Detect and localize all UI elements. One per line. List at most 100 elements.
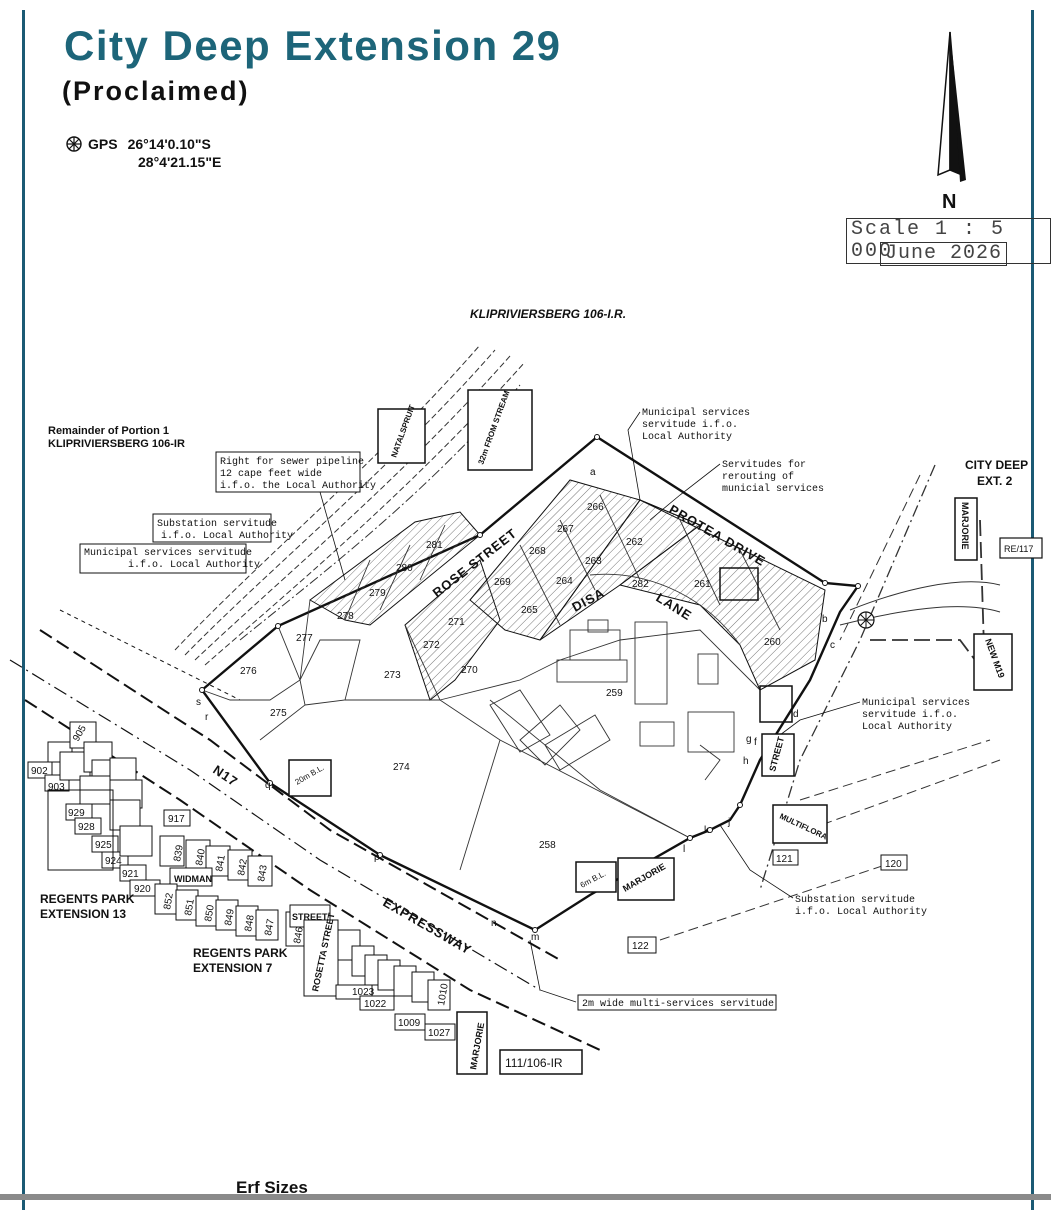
erf-271: 271 [448,617,465,628]
sheet-border [22,10,1034,1210]
svg-text:EXT. 2: EXT. 2 [977,474,1013,488]
svg-text:903: 903 [48,782,65,793]
beacon-f: f [754,737,757,748]
svg-text:2m wide multi-services servitu: 2m wide multi-services servitude [582,998,774,1010]
erf-267: 267 [557,524,574,535]
svg-text:12 cape feet wide: 12 cape feet wide [220,468,322,480]
svg-text:municial services: municial services [722,483,824,495]
svg-text:rerouting of: rerouting of [722,471,794,483]
svg-text:928: 928 [78,822,95,833]
gps-label: GPS [88,136,118,152]
erf-275: 275 [270,708,287,719]
svg-text:917: 917 [168,814,185,825]
buildings [489,619,735,781]
svg-text:Right for sewer pipeline: Right for sewer pipeline [220,456,364,468]
gps-latitude: 26°14'0.10"S [127,136,211,152]
erf-262: 262 [626,537,643,548]
erf-265: 265 [521,605,538,616]
svg-text:REGENTS PARK: REGENTS PARK [40,892,135,906]
svg-text:i.f.o. Local Authority: i.f.o. Local Authority [128,559,260,571]
right-roads [659,464,1001,941]
erf-281: 281 [426,540,443,551]
note-sewer: Right for sewer pipeline 12 cape feet wi… [215,451,376,581]
svg-text:842: 842 [236,858,250,877]
gps-marker-icon [857,611,875,629]
n17-label: N17 [210,762,241,789]
servitude-box-260 [759,685,793,723]
svg-text:920: 920 [134,884,151,895]
erf-269: 269 [494,577,511,588]
marjorie-box-right: MARJORIE [954,497,978,561]
svg-text:1027: 1027 [428,1028,451,1039]
svg-text:122: 122 [632,941,649,952]
svg-text:i.f.o. Local Authority: i.f.o. Local Authority [795,906,927,918]
svg-text:1023: 1023 [352,987,375,998]
outside-erven: 121 120 122 [627,849,908,954]
regents-park-cluster [27,721,456,1041]
svg-text:RE/117: RE/117 [1004,544,1033,554]
svg-text:REGENTS PARK: REGENTS PARK [193,946,288,960]
svg-text:1022: 1022 [364,999,387,1010]
svg-text:841: 841 [214,854,228,873]
beacon-l: l [683,844,685,855]
scale-label: Scale 1 : 5 000 [846,218,1051,264]
svg-text:840: 840 [194,848,208,867]
gps-block: GPS 26°14'0.10"S 28°4'21.15"E [66,135,221,171]
regents-13-label: REGENTS PARK EXTENSION 13 [40,892,135,921]
beacon-d: d [793,709,799,720]
erf-274: 274 [393,762,410,773]
gps-longitude: 28°4'21.15"E [138,154,222,170]
svg-text:Servitudes for: Servitudes for [722,459,806,471]
erf-270: 270 [461,665,478,676]
svg-text:925: 925 [95,840,112,851]
beacon-s: s [196,697,201,708]
svg-text:921: 921 [122,869,139,880]
svg-text:Local Authority: Local Authority [642,431,732,443]
regents-7-label: REGENTS PARK EXTENSION 7 [193,946,288,975]
date-label: June 2026 [880,242,1008,266]
beacon-q: q [265,780,271,791]
bl20-box: 20m B.L. [288,759,332,797]
svg-text:846: 846 [292,926,306,945]
svg-text:Substation servitude: Substation servitude [795,894,915,906]
beacon-j: j [727,817,730,828]
beacon-g: g [746,734,752,745]
note-remainder: Remainder of Portion 1 KLIPRIVIERSBERG 1… [48,425,185,450]
erf-263: 263 [585,556,602,567]
svg-text:i.f.o. the Local Authority: i.f.o. the Local Authority [220,480,376,492]
svg-text:929: 929 [68,808,85,819]
street-box-right: STREET [761,733,795,777]
svg-text:WIDMAN: WIDMAN [174,874,212,884]
bottom-bar [0,1194,1051,1200]
beacon-points [199,434,861,933]
portion-box: 111/106-IR [499,1049,583,1075]
erf-277: 277 [296,633,313,644]
erf-273: 273 [384,670,401,681]
svg-text:924: 924 [105,856,122,867]
svg-text:servitude i.f.o.: servitude i.f.o. [642,419,738,431]
note-municipal-right: Municipal services servitude i.f.o. Loca… [779,697,970,736]
beacon-k: k [704,825,710,836]
svg-text:Local Authority: Local Authority [862,721,952,733]
erf-279: 279 [369,588,386,599]
svg-text:849: 849 [223,908,237,927]
north-arrow-icon [930,30,970,195]
page-subtitle: (Proclaimed) [62,76,250,106]
svg-text:848: 848 [243,914,257,933]
marjorie-box-left: MARJORIE [456,1011,488,1075]
svg-text:EXTENSION 7: EXTENSION 7 [193,961,273,975]
erf-lines [201,494,781,871]
beacon-r: r [205,712,209,723]
township-boundary [200,435,861,932]
svg-text:CITY DEEP: CITY DEEP [965,458,1028,472]
svg-text:839: 839 [172,844,186,863]
city-deep-label: CITY DEEP EXT. 2 [965,458,1028,488]
beacon-m: m [531,932,539,943]
erf-268: 268 [529,546,546,557]
svg-text:1009: 1009 [398,1018,421,1029]
svg-text:STREET: STREET [292,912,328,922]
svg-text:servitude i.f.o.: servitude i.f.o. [862,709,958,721]
erf-labels: 281 280 279 278 277 276 275 274 273 272 … [240,502,781,851]
